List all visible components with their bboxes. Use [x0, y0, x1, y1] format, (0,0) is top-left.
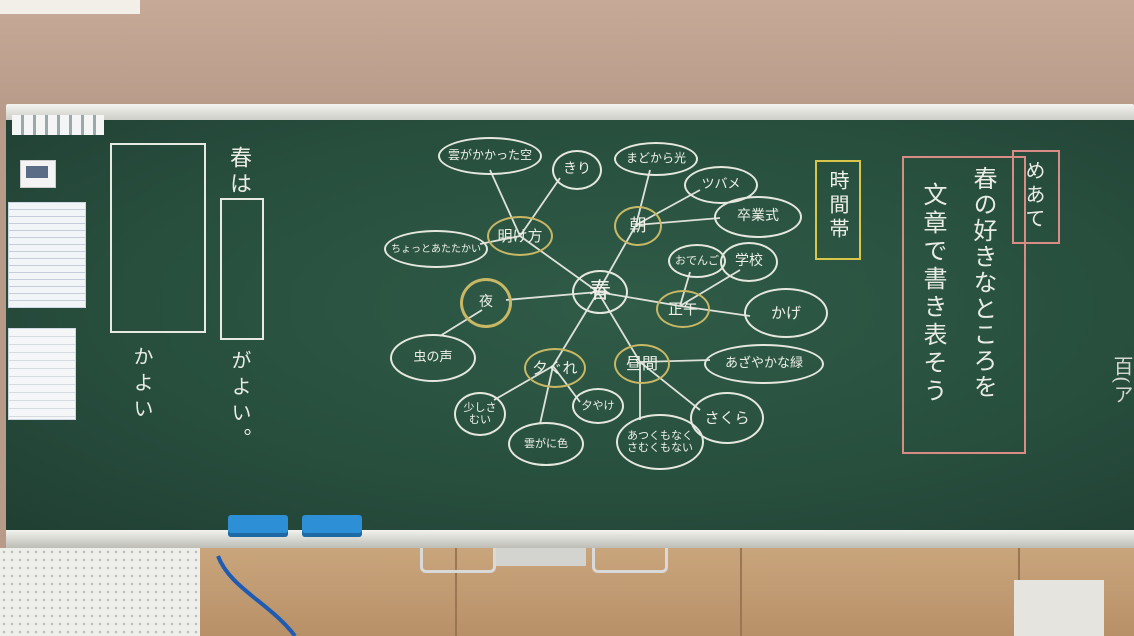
cabinet-seam-1: [455, 548, 457, 636]
leaf-tsubame: ツバメ: [684, 166, 758, 204]
eraser-left-icon[interactable]: [228, 515, 288, 537]
pencil-holder: [1014, 580, 1104, 636]
leaf-kiri: きり: [552, 150, 602, 190]
leaf-yuuyake: 夕やけ: [572, 388, 624, 424]
posted-sheet-2: [8, 328, 76, 420]
timer-icon: [20, 160, 56, 188]
meate-frame: [902, 156, 1026, 454]
leaf-sakura: さくら: [690, 392, 764, 444]
node-shogo: 正午: [656, 290, 710, 328]
node-asa: 朝: [614, 206, 662, 246]
jikantai-label: 時間帯: [826, 170, 850, 242]
meate-label-frame: [1012, 150, 1060, 244]
magnet-strip: [12, 115, 104, 135]
cable-icon: [216, 555, 297, 636]
leaf-atsukunaku: あつくもなくさむくもない: [616, 414, 704, 470]
node-akegata: 明け方: [487, 216, 553, 256]
center-node-haru: 春: [572, 270, 628, 314]
chalk-tray: [6, 530, 1134, 548]
eraser-right-icon[interactable]: [302, 515, 362, 537]
leaf-mushi: 虫の声: [390, 334, 476, 382]
caption-gayoi: がよい。: [228, 350, 252, 454]
leaf-oden: おでんご: [668, 244, 726, 278]
cabinet-handle-left[interactable]: [420, 548, 496, 573]
leaf-kage: かげ: [744, 288, 828, 338]
meate-line-1: 春の好きなところを: [969, 166, 997, 400]
haru-wa-label: 春は: [226, 146, 251, 198]
leaf-kumo-kakatta: 雲がかかった空: [438, 137, 542, 175]
leaf-matokara: まどから光: [614, 142, 698, 176]
meate-line-2: 文章で書き表そう: [919, 182, 947, 406]
wall-paper: [0, 0, 140, 14]
board-top-rail: [6, 104, 1134, 122]
jikantai-frame: [815, 160, 861, 260]
leaf-chotto: ちょっとあたたかい: [384, 230, 488, 268]
posted-sheet-1: [8, 202, 86, 308]
leaf-sukoshi: 少しさむい: [454, 392, 506, 436]
right-edge-text: 百(ア: [1110, 356, 1134, 404]
answer-frame-middle: [220, 198, 264, 340]
outlet-plate: [496, 548, 586, 566]
leaf-sotsugyoushiki: 卒業式: [714, 196, 802, 238]
meate-label: めあて: [1022, 160, 1046, 232]
node-yuugure: 夕ぐれ: [524, 348, 586, 388]
answer-frame-left: [110, 143, 206, 333]
node-yoru: 夜: [460, 278, 512, 328]
math-dot-board: [0, 548, 200, 636]
caption-kayoi: かよい: [130, 346, 154, 424]
node-hiruma: 昼間: [614, 344, 670, 384]
leaf-kumo-ga-iro: 雲がに色: [508, 422, 584, 466]
wall: [0, 0, 1134, 120]
cabinet-handle-right[interactable]: [592, 548, 668, 573]
cabinet-seam-2: [740, 548, 742, 636]
leaf-azayaka: あざやかな緑: [704, 344, 824, 384]
leaf-gakkou: 学校: [720, 242, 778, 282]
